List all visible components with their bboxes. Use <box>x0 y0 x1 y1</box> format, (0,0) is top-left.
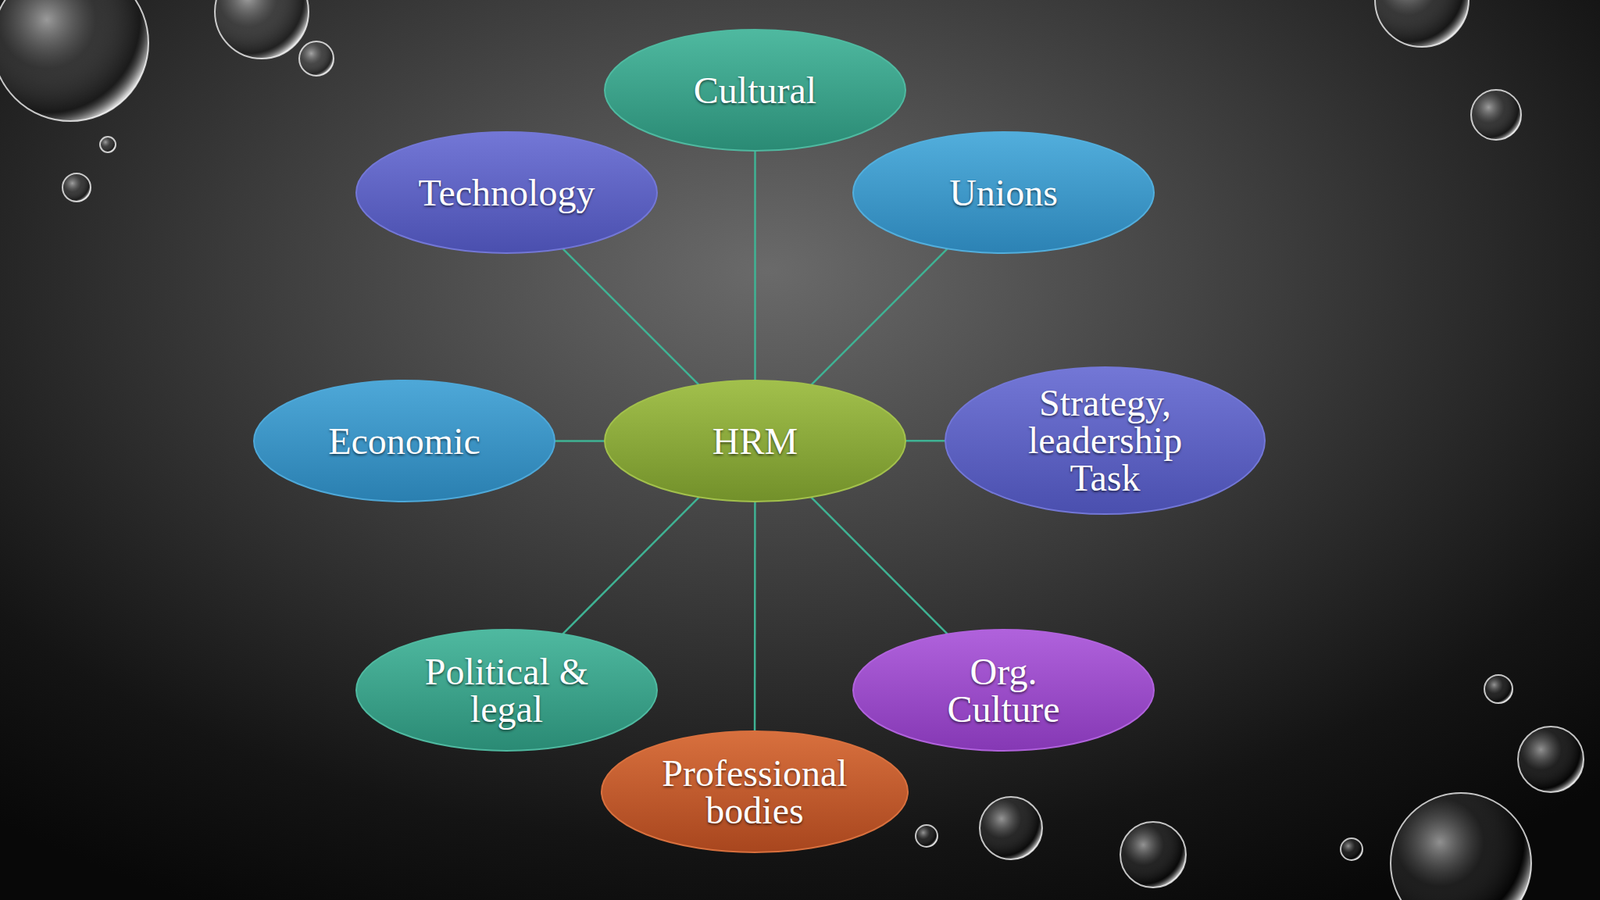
ellipse-fill <box>853 629 1154 751</box>
ellipse-node: Technology <box>354 130 659 255</box>
connector-line <box>562 496 700 634</box>
connector-line <box>810 248 947 385</box>
node-label: Strategy, leadership Task <box>1003 384 1208 497</box>
ellipse-fill <box>356 132 658 254</box>
node-label: Org. Culture <box>925 653 1083 729</box>
ellipse-fill <box>356 629 658 751</box>
node-label: Cultural <box>693 71 817 110</box>
ellipse-fill <box>601 731 908 853</box>
connector-line <box>554 440 605 442</box>
node-label: Technology <box>418 174 596 212</box>
node-label: Political & legal <box>405 653 609 729</box>
node-label: Unions <box>949 174 1058 212</box>
ellipse-node: Unions <box>851 130 1156 255</box>
node-label: Economic <box>328 422 481 461</box>
connector-line <box>754 150 756 381</box>
ellipse-fill <box>604 29 906 151</box>
ellipse-node: Strategy, leadership Task <box>943 365 1267 516</box>
ellipse-node: Economic <box>252 378 557 504</box>
ellipse-node: HRM <box>603 378 908 504</box>
connector-line <box>754 501 756 732</box>
node-label: Professional bodies <box>637 754 872 830</box>
ellipse-fill <box>604 380 906 502</box>
connector-line <box>562 248 699 385</box>
ellipse-fill <box>945 367 1265 515</box>
connector-line <box>905 440 946 442</box>
node-label: HRM <box>712 422 798 461</box>
connector-line <box>810 496 948 634</box>
ellipse-node: Political & legal <box>354 628 659 753</box>
ellipse-node: Professional bodies <box>600 729 910 854</box>
ellipse-fill <box>253 380 555 502</box>
ellipse-node: Cultural <box>603 28 908 153</box>
ellipse-fill <box>853 132 1154 254</box>
ellipse-node: Org. Culture <box>851 628 1156 753</box>
